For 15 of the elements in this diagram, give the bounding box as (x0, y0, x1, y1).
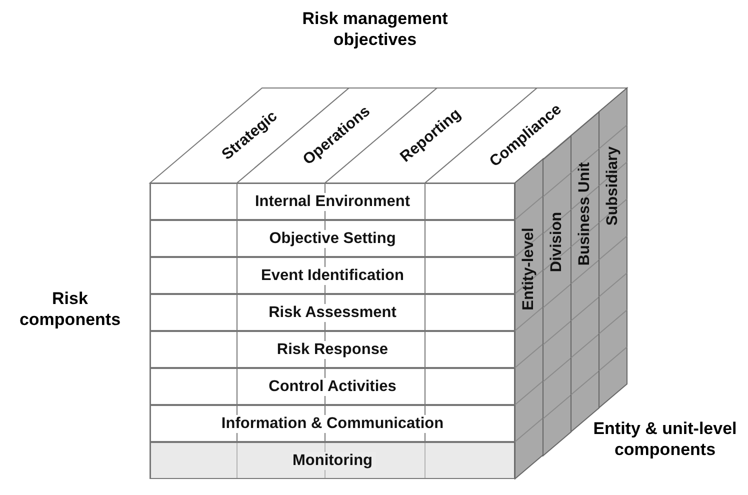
column-label: Entity-level (520, 228, 538, 311)
axis-title: Risk components (18, 288, 122, 330)
table-row (150, 183, 515, 220)
column-label: Subsidiary (604, 146, 622, 226)
table-row (150, 405, 515, 442)
table-row (150, 257, 515, 294)
table-row (150, 220, 515, 257)
column-label: Division (548, 211, 566, 272)
table-row (150, 368, 515, 405)
table-row (150, 442, 515, 479)
table-row (150, 294, 515, 331)
table-row (150, 331, 515, 368)
axis-title: Entity & unit-level components (592, 418, 738, 460)
axis-title: Risk management objectives (301, 8, 449, 50)
column-label: Business Unit (576, 162, 594, 266)
